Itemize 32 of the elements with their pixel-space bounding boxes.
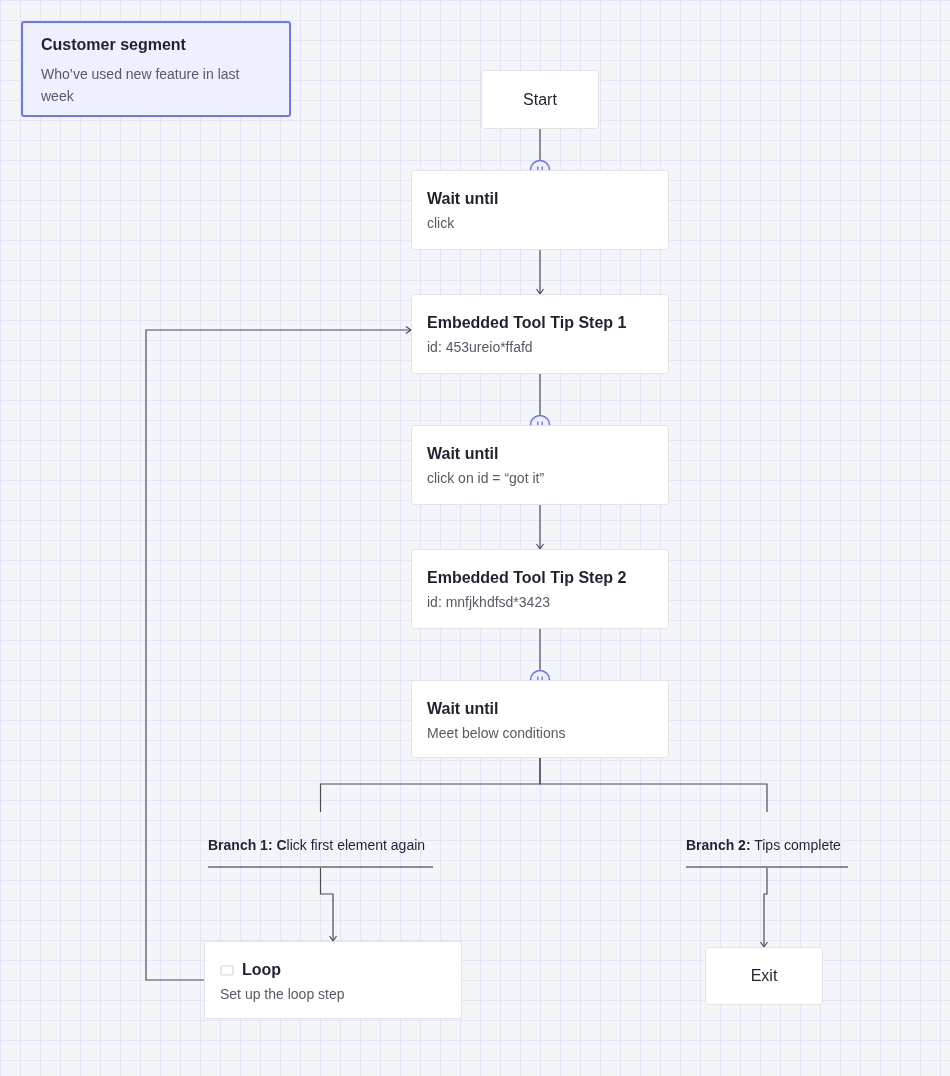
step-card	[411, 680, 669, 758]
step-card	[411, 294, 669, 374]
node-subtitle: Who’ve used new feature in last week	[41, 65, 241, 106]
terminal-box	[705, 947, 823, 1005]
connector-arrow	[759, 867, 769, 948]
step-card	[411, 549, 669, 629]
connector-arrow	[535, 249, 545, 295]
loop-step-card	[204, 941, 462, 1019]
branch-text: Branch 1: Click first element again	[208, 836, 426, 855]
segment-card	[21, 21, 291, 117]
node-subtitle: id: 453ureio*ffafd	[427, 338, 534, 357]
step-card	[411, 170, 669, 250]
node-title: Wait until	[427, 189, 499, 209]
node-title: Embedded Tool Tip Step 2	[427, 568, 627, 588]
connector-arrow	[535, 504, 545, 550]
node-title: Wait until	[427, 699, 499, 719]
node-title: Exit	[750, 966, 778, 986]
node-title: Wait until	[427, 444, 499, 464]
node-title: Embedded Tool Tip Step 1	[427, 313, 627, 333]
node-subtitle: click on id = “got it”	[427, 469, 546, 488]
connector-arrow	[145, 325, 412, 981]
branch-text: Branch 2: Tips complete	[686, 836, 841, 855]
step-card	[411, 425, 669, 505]
terminal-box	[481, 70, 599, 129]
node-title: Start	[523, 89, 557, 110]
node-subtitle: click	[427, 214, 456, 233]
connector-arrow	[319, 867, 338, 942]
node-subtitle: Set up the loop step	[220, 985, 346, 1004]
node-subtitle: id: mnfjkhdfsd*3423	[427, 593, 551, 612]
node-title: Loop	[242, 960, 282, 980]
node-subtitle: Meet below conditions	[427, 724, 567, 743]
node-title: Customer segment	[41, 35, 187, 55]
